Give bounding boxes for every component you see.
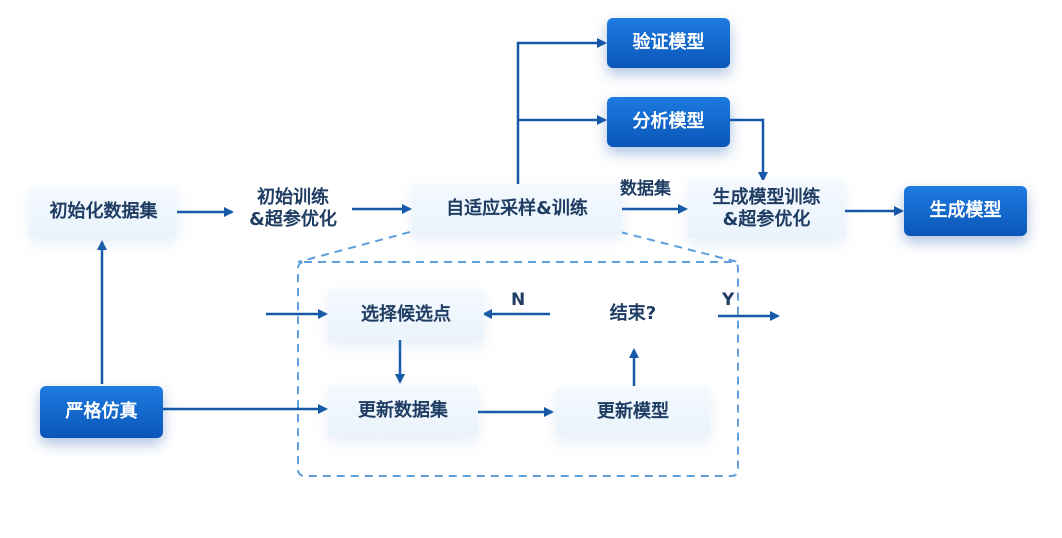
analyze-model-node: 分析模型 bbox=[607, 97, 730, 147]
init-train-node: 初始训练 &超参优化 bbox=[232, 180, 354, 238]
adaptive-sampling-label: 自适应采样&训练 bbox=[446, 197, 588, 219]
gen-model-label: 生成模型 bbox=[929, 199, 1002, 221]
dataset-edge-label: 数据集 bbox=[620, 179, 671, 199]
end-check-diamond bbox=[548, 277, 718, 347]
update-model-label: 更新模型 bbox=[597, 400, 669, 422]
init-train-label-1: 初始训练 bbox=[257, 186, 329, 208]
no-edge-label: N bbox=[511, 290, 526, 310]
init-dataset-node: 初始化数据集 bbox=[30, 187, 177, 237]
gen-train-label-2: &超参优化 bbox=[722, 209, 811, 230]
gen-train-node: 生成模型训练 &超参优化 bbox=[688, 180, 845, 238]
yes-edge-label: Y bbox=[722, 290, 735, 310]
strict-sim-label: 严格仿真 bbox=[65, 400, 138, 422]
gen-train-label-1: 生成模型训练 bbox=[712, 186, 821, 208]
detail-region bbox=[297, 231, 739, 477]
arrow-analyze-to-gentrain bbox=[730, 118, 768, 182]
verify-model-node: 验证模型 bbox=[607, 18, 730, 68]
init-dataset-label: 初始化数据集 bbox=[49, 200, 158, 222]
select-points-label: 选择候选点 bbox=[361, 303, 451, 325]
arrow-sampling-to-verify bbox=[516, 38, 607, 184]
analyze-model-label: 分析模型 bbox=[632, 110, 705, 132]
select-points-node: 选择候选点 bbox=[328, 290, 484, 340]
verify-model-label: 验证模型 bbox=[632, 31, 705, 53]
update-dataset-node: 更新数据集 bbox=[328, 386, 478, 436]
adaptive-sampling-node: 自适应采样&训练 bbox=[412, 184, 622, 234]
update-dataset-label: 更新数据集 bbox=[358, 399, 448, 421]
end-check-text: 结束? bbox=[548, 277, 718, 347]
end-check-label: 结束? bbox=[609, 303, 657, 324]
init-train-label-2: &超参优化 bbox=[249, 209, 337, 230]
strict-sim-node: 严格仿真 bbox=[40, 386, 163, 438]
gen-model-node: 生成模型 bbox=[904, 186, 1027, 236]
update-model-node: 更新模型 bbox=[556, 388, 710, 436]
